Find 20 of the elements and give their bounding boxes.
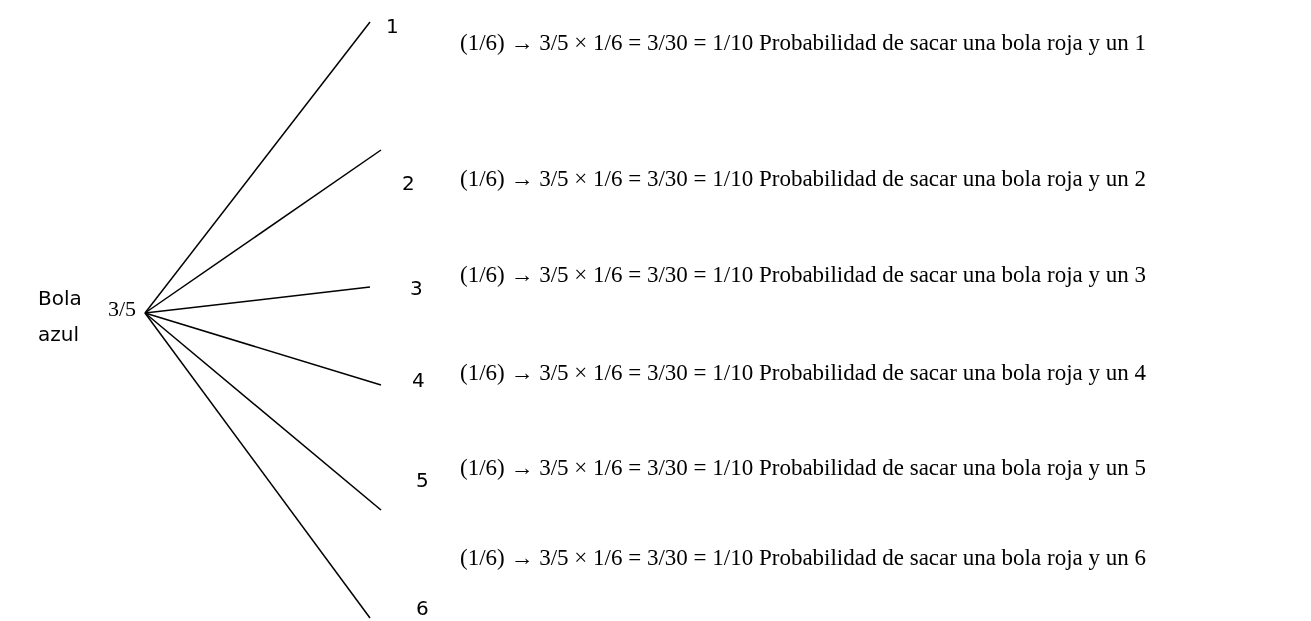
probability-formula: (1/6) → 3/5 × 1/6 = 3/30 = 1/10 Probabilidad de sacar una bola roja y un 4 bbox=[460, 360, 1146, 386]
probability-formula: (1/6) → 3/5 × 1/6 = 3/30 = 1/10 Probabilidad de sacar una bola roja y un 1 bbox=[460, 30, 1146, 56]
probability-formula: (1/6) → 3/5 × 1/6 = 3/30 = 1/10 Probabilidad de sacar una bola roja y un 6 bbox=[460, 545, 1146, 571]
tree-branch bbox=[144, 149, 382, 314]
probability-formula: (1/6) → 3/5 × 1/6 = 3/30 = 1/10 Probabilidad de sacar una bola roja y un 2 bbox=[460, 166, 1146, 192]
outcome-number: 2 bbox=[402, 170, 416, 197]
outcome-number: 4 bbox=[412, 367, 426, 394]
tree-branch bbox=[144, 21, 371, 314]
tree-branch bbox=[144, 312, 371, 619]
outcome-number: 6 bbox=[416, 595, 430, 621]
outcome-label: Bola azul bbox=[38, 285, 83, 348]
tree-branch bbox=[144, 312, 382, 386]
tree-branch bbox=[144, 312, 382, 511]
outcome-number: 1 bbox=[386, 13, 400, 40]
tree-branch bbox=[144, 286, 371, 314]
outcome-number: 5 bbox=[416, 467, 430, 494]
probability-formula: (1/6) → 3/5 × 1/6 = 3/30 = 1/10 Probabilidad de sacar una bola roja y un 5 bbox=[460, 455, 1146, 481]
outcome-number: 3 bbox=[410, 275, 424, 302]
probability-fraction: 3/5 bbox=[108, 296, 137, 322]
probability-formula: (1/6) → 3/5 × 1/6 = 3/30 = 1/10 Probabilidad de sacar una bola roja y un 3 bbox=[460, 262, 1146, 288]
